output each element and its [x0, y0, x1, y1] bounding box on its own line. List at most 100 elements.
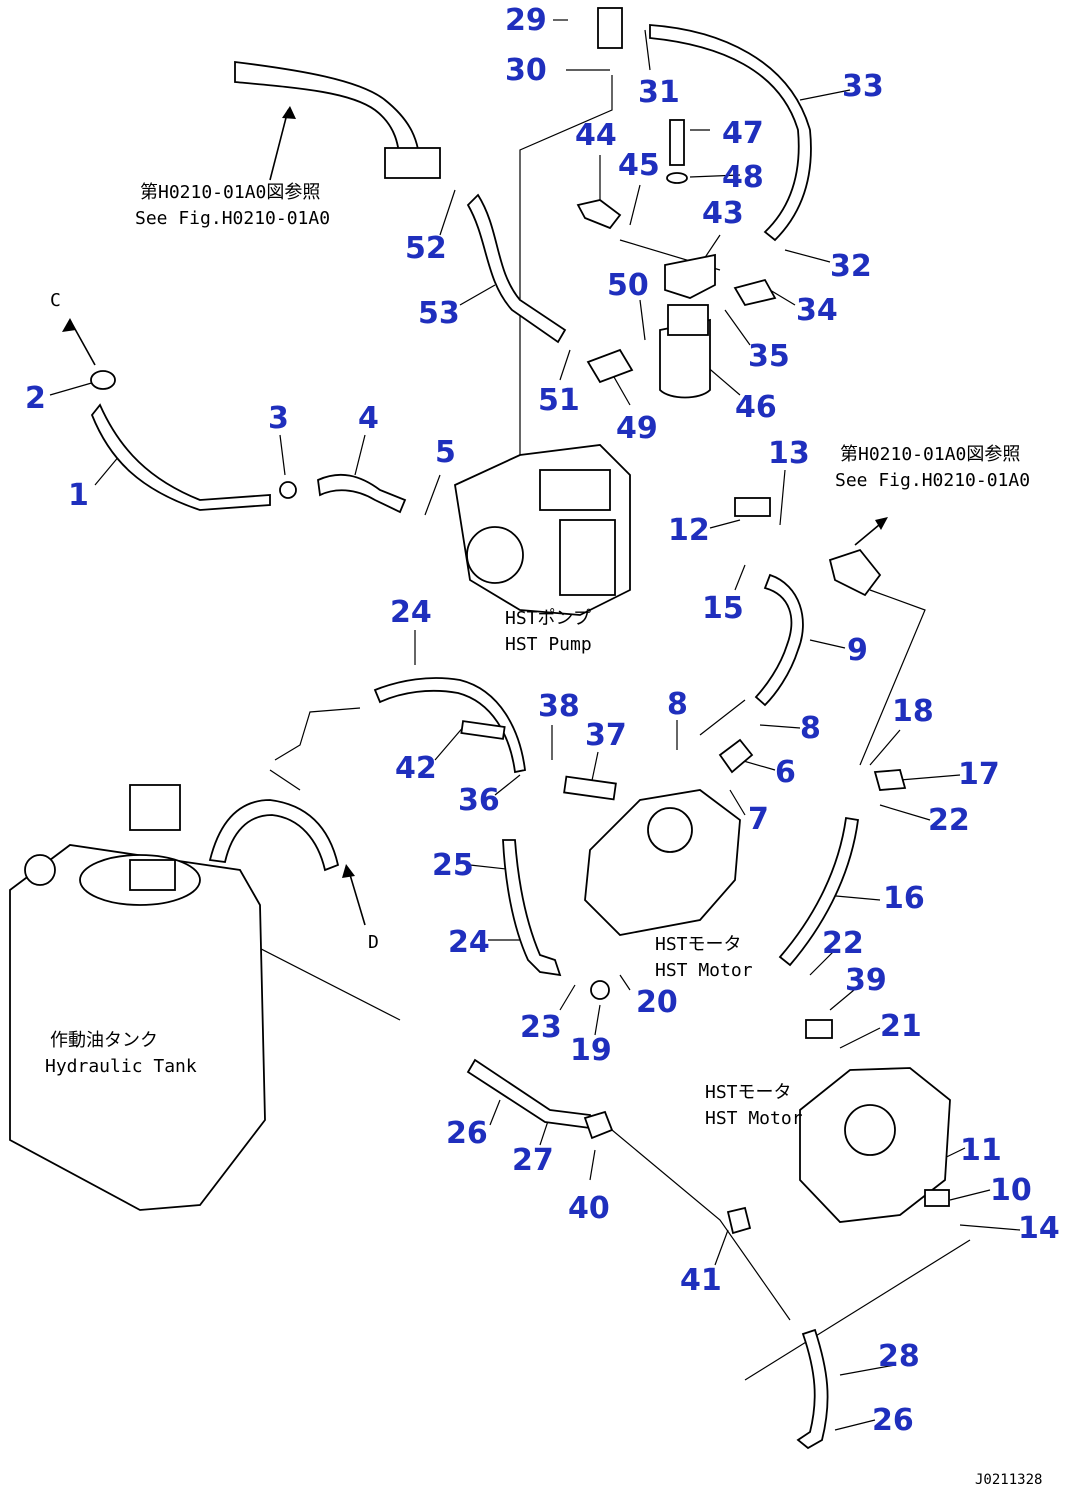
callout: 35: [748, 339, 790, 374]
callout: 20: [636, 985, 678, 1020]
callout: 34: [796, 293, 838, 328]
callout: 10: [990, 1173, 1032, 1208]
callout: 11: [960, 1133, 1002, 1168]
callout: 7: [748, 802, 769, 837]
callout: 22: [822, 926, 864, 961]
ref-right-en: See Fig.H0210-01A0: [835, 470, 1030, 491]
ref-top-en: See Fig.H0210-01A0: [135, 208, 330, 229]
callout: 25: [432, 848, 474, 883]
upper-elbow-hose: [234, 60, 441, 179]
diagram-labels: 第H0210-01A0図参照 See Fig.H0210-01A0 第H0210…: [45, 182, 1042, 1488]
hose-25: [502, 839, 562, 977]
callout: 17: [958, 757, 1000, 792]
callout: 51: [538, 383, 580, 418]
hst-motor-upper-label-en: HST Motor: [655, 960, 753, 981]
fitting-49: [586, 348, 634, 384]
callout: 26: [446, 1116, 488, 1151]
clamp-3: [279, 481, 297, 499]
callout: 53: [418, 296, 460, 331]
hydraulic-tank: [9, 784, 266, 1211]
flow-arrows: [62, 106, 888, 926]
hst-motor-lower-label-jp: HSTモータ: [705, 1082, 792, 1103]
callout: 52: [405, 231, 447, 266]
hst-motor-lower-label-en: HST Motor: [705, 1108, 803, 1129]
fitting-10: [924, 1189, 950, 1207]
callout: 29: [505, 3, 547, 38]
callout: 32: [830, 249, 872, 284]
callout: 5: [435, 435, 456, 470]
hose-53: [466, 193, 567, 344]
tank-label-jp: 作動油タンク: [50, 1030, 158, 1051]
callout: 2: [25, 381, 46, 416]
callout: 43: [702, 196, 744, 231]
callout: 24: [448, 925, 490, 960]
hst-pump-label-jp: HSTポンプ: [505, 608, 591, 629]
callout: 21: [880, 1009, 922, 1044]
callout: 41: [680, 1263, 722, 1298]
fitting-12: [734, 497, 771, 517]
callout: 48: [722, 160, 764, 195]
callout: 33: [842, 69, 884, 104]
callout: 36: [458, 783, 500, 818]
block-right-ref: [828, 548, 882, 597]
hst-motor-lower-body: [799, 1067, 951, 1223]
callout: 15: [702, 591, 744, 626]
ref-right-jp: 第H0210-01A0図参照: [840, 444, 1020, 465]
callout: 14: [1018, 1211, 1060, 1246]
callout: 49: [616, 411, 658, 446]
fitting-29: [597, 7, 623, 49]
bracket-43: [664, 253, 716, 299]
callout: 3: [268, 401, 289, 436]
tank-label-en: Hydraulic Tank: [45, 1056, 197, 1077]
drawing-code: J0211328: [975, 1472, 1042, 1488]
hst-pump-body: [454, 444, 631, 616]
hose-16: [778, 816, 860, 967]
callout: 37: [585, 718, 627, 753]
callout: 8: [800, 711, 821, 746]
fitting-34: [733, 278, 777, 307]
fitting-6: [718, 738, 754, 774]
hst-motor-upper-label-jp: HSTモータ: [655, 934, 742, 955]
callout: 18: [892, 694, 934, 729]
hose-24-upper: [373, 677, 526, 774]
callout: 28: [878, 1339, 920, 1374]
bolt-37: [563, 775, 617, 801]
clip-40: [583, 1110, 614, 1140]
callout: 40: [568, 1191, 610, 1226]
hose-9: [754, 573, 804, 707]
callout-numbers: 29 30 31 33 44 47 45 48 43 32 34 50 35 4…: [25, 3, 1060, 1438]
callout: 50: [607, 268, 649, 303]
callout: 16: [883, 881, 925, 916]
hose-33: [649, 24, 812, 242]
callout: 19: [570, 1033, 612, 1068]
fitting-19: [590, 980, 610, 1000]
callout: 47: [722, 116, 764, 151]
flow-marker-d: D: [368, 932, 379, 953]
clamp-2: [90, 370, 116, 390]
callout: 27: [512, 1143, 554, 1178]
callout: 44: [575, 118, 617, 153]
callout: 13: [768, 436, 810, 471]
callout: 1: [68, 478, 89, 513]
hose-28: [796, 1328, 829, 1450]
callout: 46: [735, 390, 777, 425]
hose-4: [317, 473, 407, 514]
hose-1: [90, 403, 271, 511]
callout: 9: [847, 633, 868, 668]
callout: 23: [520, 1010, 562, 1045]
callout: 39: [845, 963, 887, 998]
callout: 4: [358, 401, 379, 436]
tank-elbow-hose: [208, 799, 340, 872]
pin-42: [460, 720, 506, 740]
callout: 45: [618, 148, 660, 183]
callout: 26: [872, 1403, 914, 1438]
callout: 8: [667, 687, 688, 722]
ref-top-jp: 第H0210-01A0図参照: [140, 182, 320, 203]
hst-motor-upper-body: [584, 789, 741, 936]
flow-marker-c: C: [50, 290, 61, 311]
bolt-47: [669, 119, 685, 166]
hst-pump-label-en: HST Pump: [505, 634, 592, 655]
fitting-17: [873, 769, 907, 791]
washer-48: [666, 172, 688, 184]
